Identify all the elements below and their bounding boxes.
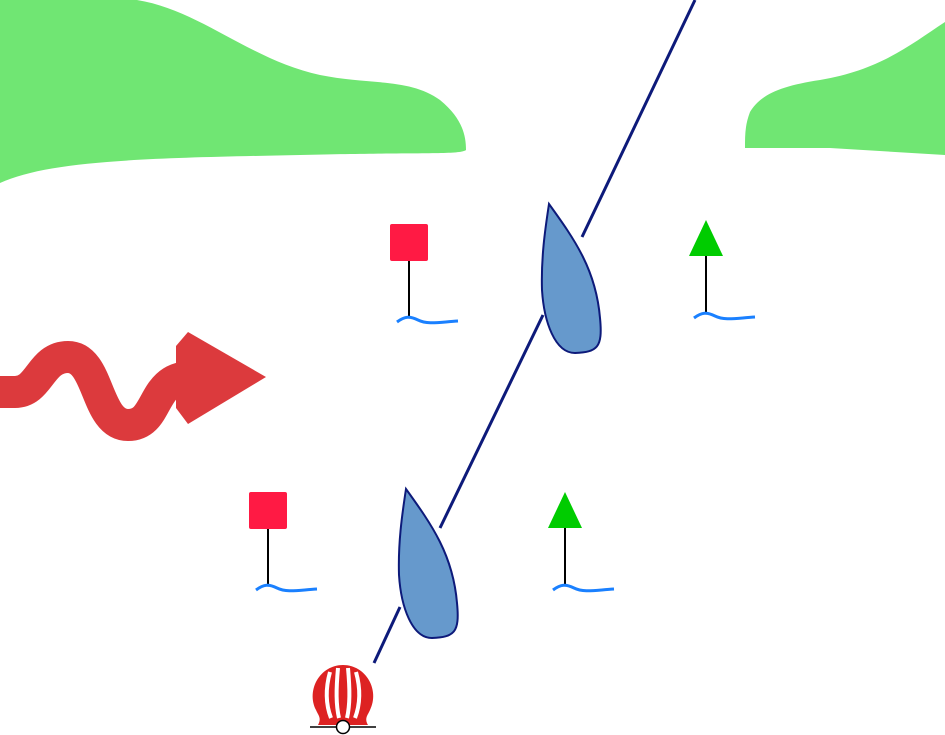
current-arrowhead [176, 332, 266, 424]
current-arrow-icon [0, 340, 193, 442]
starboard-marker-2 [548, 492, 615, 593]
starboard-marker-1 [689, 220, 756, 321]
mooring-buoy-icon [310, 665, 376, 735]
land-right [745, 22, 945, 155]
port-marker-1 [390, 224, 459, 325]
land-left [0, 0, 466, 183]
sailboat-1 [540, 201, 602, 355]
sailboat-2 [397, 486, 459, 640]
port-marker-2 [249, 492, 318, 593]
channel-line [372, 0, 697, 664]
